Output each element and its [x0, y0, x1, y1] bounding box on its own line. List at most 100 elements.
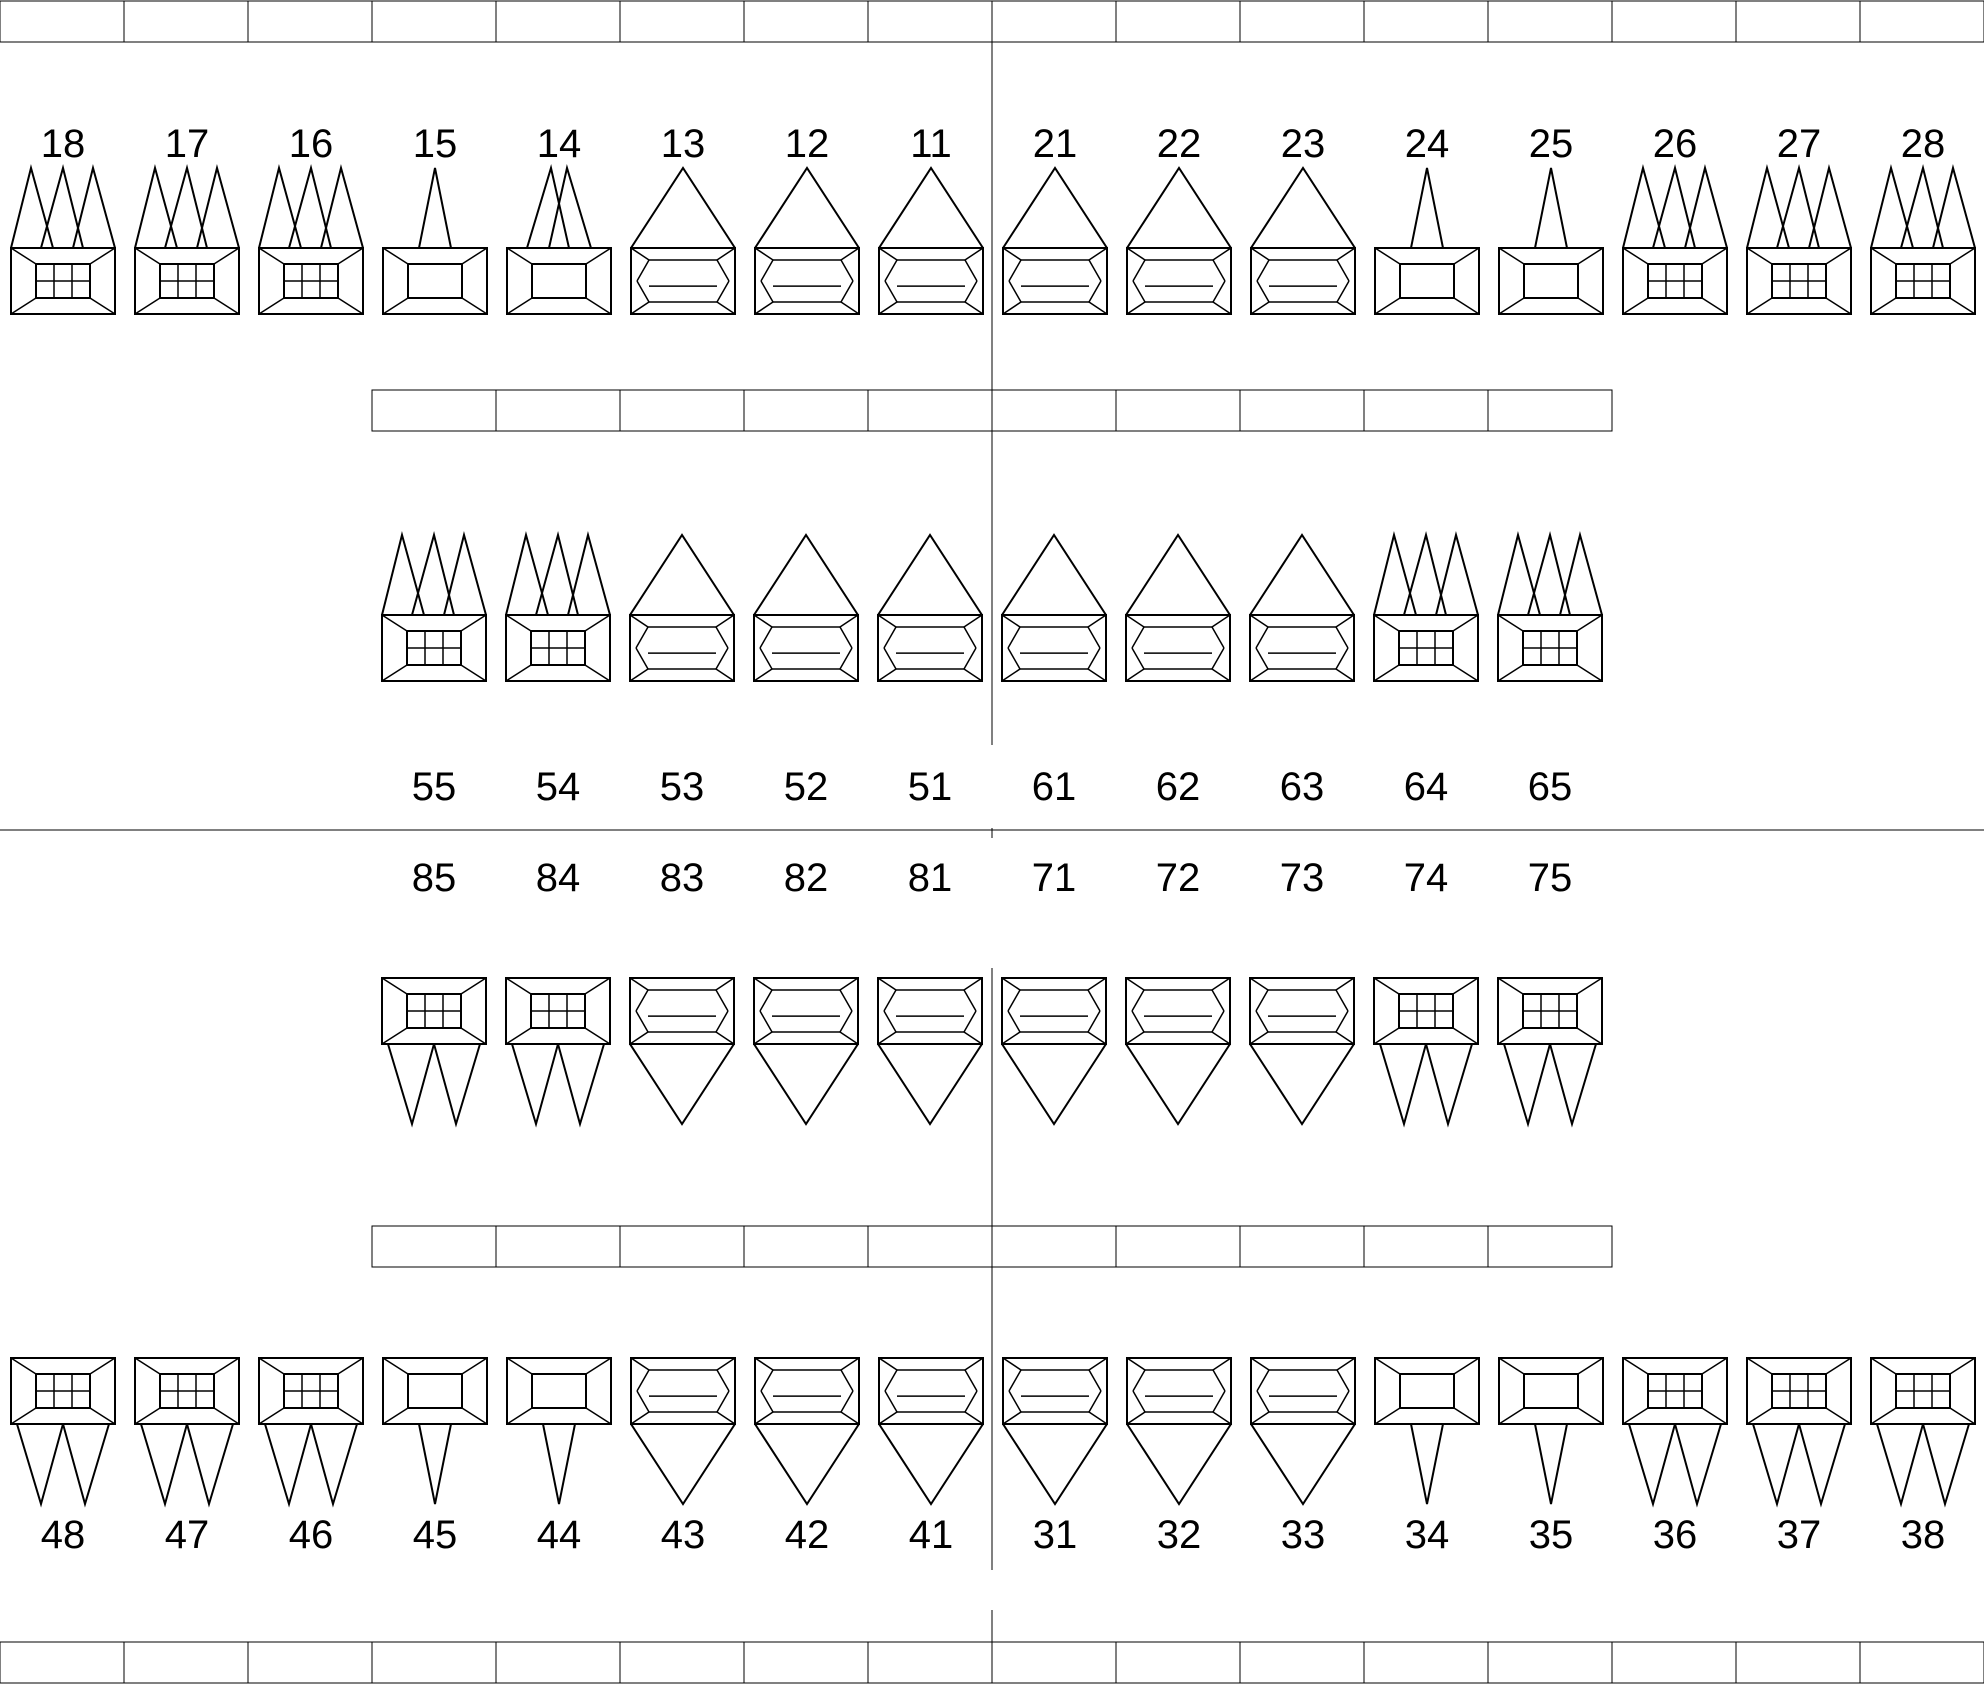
record-cell[interactable] [1363, 1225, 1489, 1268]
record-cell[interactable] [743, 0, 869, 43]
tooth-24[interactable]: 24 [1374, 122, 1480, 315]
tooth-63[interactable]: 63 [1249, 533, 1355, 809]
record-cell[interactable] [1363, 389, 1489, 432]
record-cell[interactable] [867, 1225, 993, 1268]
record-cell[interactable] [1735, 0, 1861, 43]
tooth-16[interactable]: 16 [258, 122, 364, 315]
tooth-84[interactable]: 84 [505, 856, 611, 1128]
tooth-32[interactable]: 32 [1126, 1357, 1232, 1557]
tooth-55[interactable]: 55 [381, 531, 487, 809]
tooth-35[interactable]: 35 [1498, 1357, 1604, 1557]
record-cell[interactable] [991, 1225, 1117, 1268]
record-cell[interactable] [743, 389, 869, 432]
tooth-17[interactable]: 17 [134, 122, 240, 315]
tooth-25[interactable]: 25 [1498, 122, 1604, 315]
tooth-27[interactable]: 27 [1746, 122, 1852, 315]
record-cell[interactable] [1239, 1225, 1365, 1268]
record-cell[interactable] [1363, 0, 1489, 43]
record-cell[interactable] [1487, 389, 1613, 432]
tooth-65[interactable]: 65 [1497, 531, 1603, 809]
tooth-13[interactable]: 13 [630, 122, 736, 315]
record-cell[interactable] [1611, 0, 1737, 43]
tooth-73[interactable]: 73 [1249, 856, 1355, 1126]
tooth-45[interactable]: 45 [382, 1357, 488, 1557]
record-cell[interactable] [619, 1225, 745, 1268]
record-cell[interactable] [1363, 1641, 1489, 1684]
tooth-22[interactable]: 22 [1126, 122, 1232, 315]
record-cell[interactable] [867, 0, 993, 43]
record-cell[interactable] [495, 1225, 621, 1268]
tooth-71[interactable]: 71 [1001, 856, 1107, 1126]
tooth-85[interactable]: 85 [381, 856, 487, 1128]
tooth-23[interactable]: 23 [1250, 122, 1356, 315]
record-cell[interactable] [991, 389, 1117, 432]
record-cell[interactable] [1239, 0, 1365, 43]
tooth-52[interactable]: 52 [753, 533, 859, 809]
tooth-72[interactable]: 72 [1125, 856, 1231, 1126]
record-cell[interactable] [743, 1641, 869, 1684]
tooth-83[interactable]: 83 [629, 856, 735, 1126]
record-cell[interactable] [1115, 0, 1241, 43]
record-cell[interactable] [867, 1641, 993, 1684]
record-cell[interactable] [495, 0, 621, 43]
tooth-61[interactable]: 61 [1001, 533, 1107, 809]
tooth-48[interactable]: 48 [10, 1357, 116, 1557]
record-cell[interactable] [247, 0, 373, 43]
tooth-11[interactable]: 11 [878, 122, 984, 315]
tooth-81[interactable]: 81 [877, 856, 983, 1126]
record-cell[interactable] [743, 1225, 869, 1268]
record-cell[interactable] [1115, 389, 1241, 432]
tooth-43[interactable]: 43 [630, 1357, 736, 1557]
tooth-54[interactable]: 54 [505, 531, 611, 809]
record-cell[interactable] [619, 389, 745, 432]
record-cell[interactable] [247, 1641, 373, 1684]
record-cell[interactable] [0, 1641, 125, 1684]
tooth-34[interactable]: 34 [1374, 1357, 1480, 1557]
record-cell[interactable] [1487, 1641, 1613, 1684]
record-cell[interactable] [371, 1225, 497, 1268]
record-cell[interactable] [991, 1641, 1117, 1684]
record-cell[interactable] [619, 0, 745, 43]
record-cell[interactable] [1611, 1641, 1737, 1684]
tooth-51[interactable]: 51 [877, 533, 983, 809]
tooth-53[interactable]: 53 [629, 533, 735, 809]
tooth-74[interactable]: 74 [1373, 856, 1479, 1128]
record-cell[interactable] [1735, 1641, 1861, 1684]
tooth-14[interactable]: 14 [506, 122, 612, 315]
tooth-33[interactable]: 33 [1250, 1357, 1356, 1557]
record-cell[interactable] [1115, 1225, 1241, 1268]
tooth-47[interactable]: 47 [134, 1357, 240, 1557]
tooth-38[interactable]: 38 [1870, 1357, 1976, 1557]
tooth-62[interactable]: 62 [1125, 533, 1231, 809]
record-cell[interactable] [991, 0, 1117, 43]
record-cell[interactable] [1859, 0, 1984, 43]
record-cell[interactable] [123, 1641, 249, 1684]
record-cell[interactable] [867, 389, 993, 432]
tooth-41[interactable]: 41 [878, 1357, 984, 1557]
tooth-75[interactable]: 75 [1497, 856, 1603, 1128]
tooth-21[interactable]: 21 [1002, 122, 1108, 315]
record-cell[interactable] [123, 0, 249, 43]
tooth-37[interactable]: 37 [1746, 1357, 1852, 1557]
tooth-44[interactable]: 44 [506, 1357, 612, 1557]
record-cell[interactable] [371, 389, 497, 432]
tooth-15[interactable]: 15 [382, 122, 488, 315]
tooth-26[interactable]: 26 [1622, 122, 1728, 315]
record-cell[interactable] [0, 0, 125, 43]
record-cell[interactable] [371, 1641, 497, 1684]
tooth-12[interactable]: 12 [754, 122, 860, 315]
tooth-82[interactable]: 82 [753, 856, 859, 1126]
tooth-64[interactable]: 64 [1373, 531, 1479, 809]
record-cell[interactable] [1239, 389, 1365, 432]
record-cell[interactable] [1487, 0, 1613, 43]
tooth-18[interactable]: 18 [10, 122, 116, 315]
record-cell[interactable] [495, 389, 621, 432]
tooth-31[interactable]: 31 [1002, 1357, 1108, 1557]
tooth-28[interactable]: 28 [1870, 122, 1976, 315]
record-cell[interactable] [1115, 1641, 1241, 1684]
tooth-36[interactable]: 36 [1622, 1357, 1728, 1557]
record-cell[interactable] [1859, 1641, 1984, 1684]
record-cell[interactable] [619, 1641, 745, 1684]
tooth-46[interactable]: 46 [258, 1357, 364, 1557]
record-cell[interactable] [495, 1641, 621, 1684]
